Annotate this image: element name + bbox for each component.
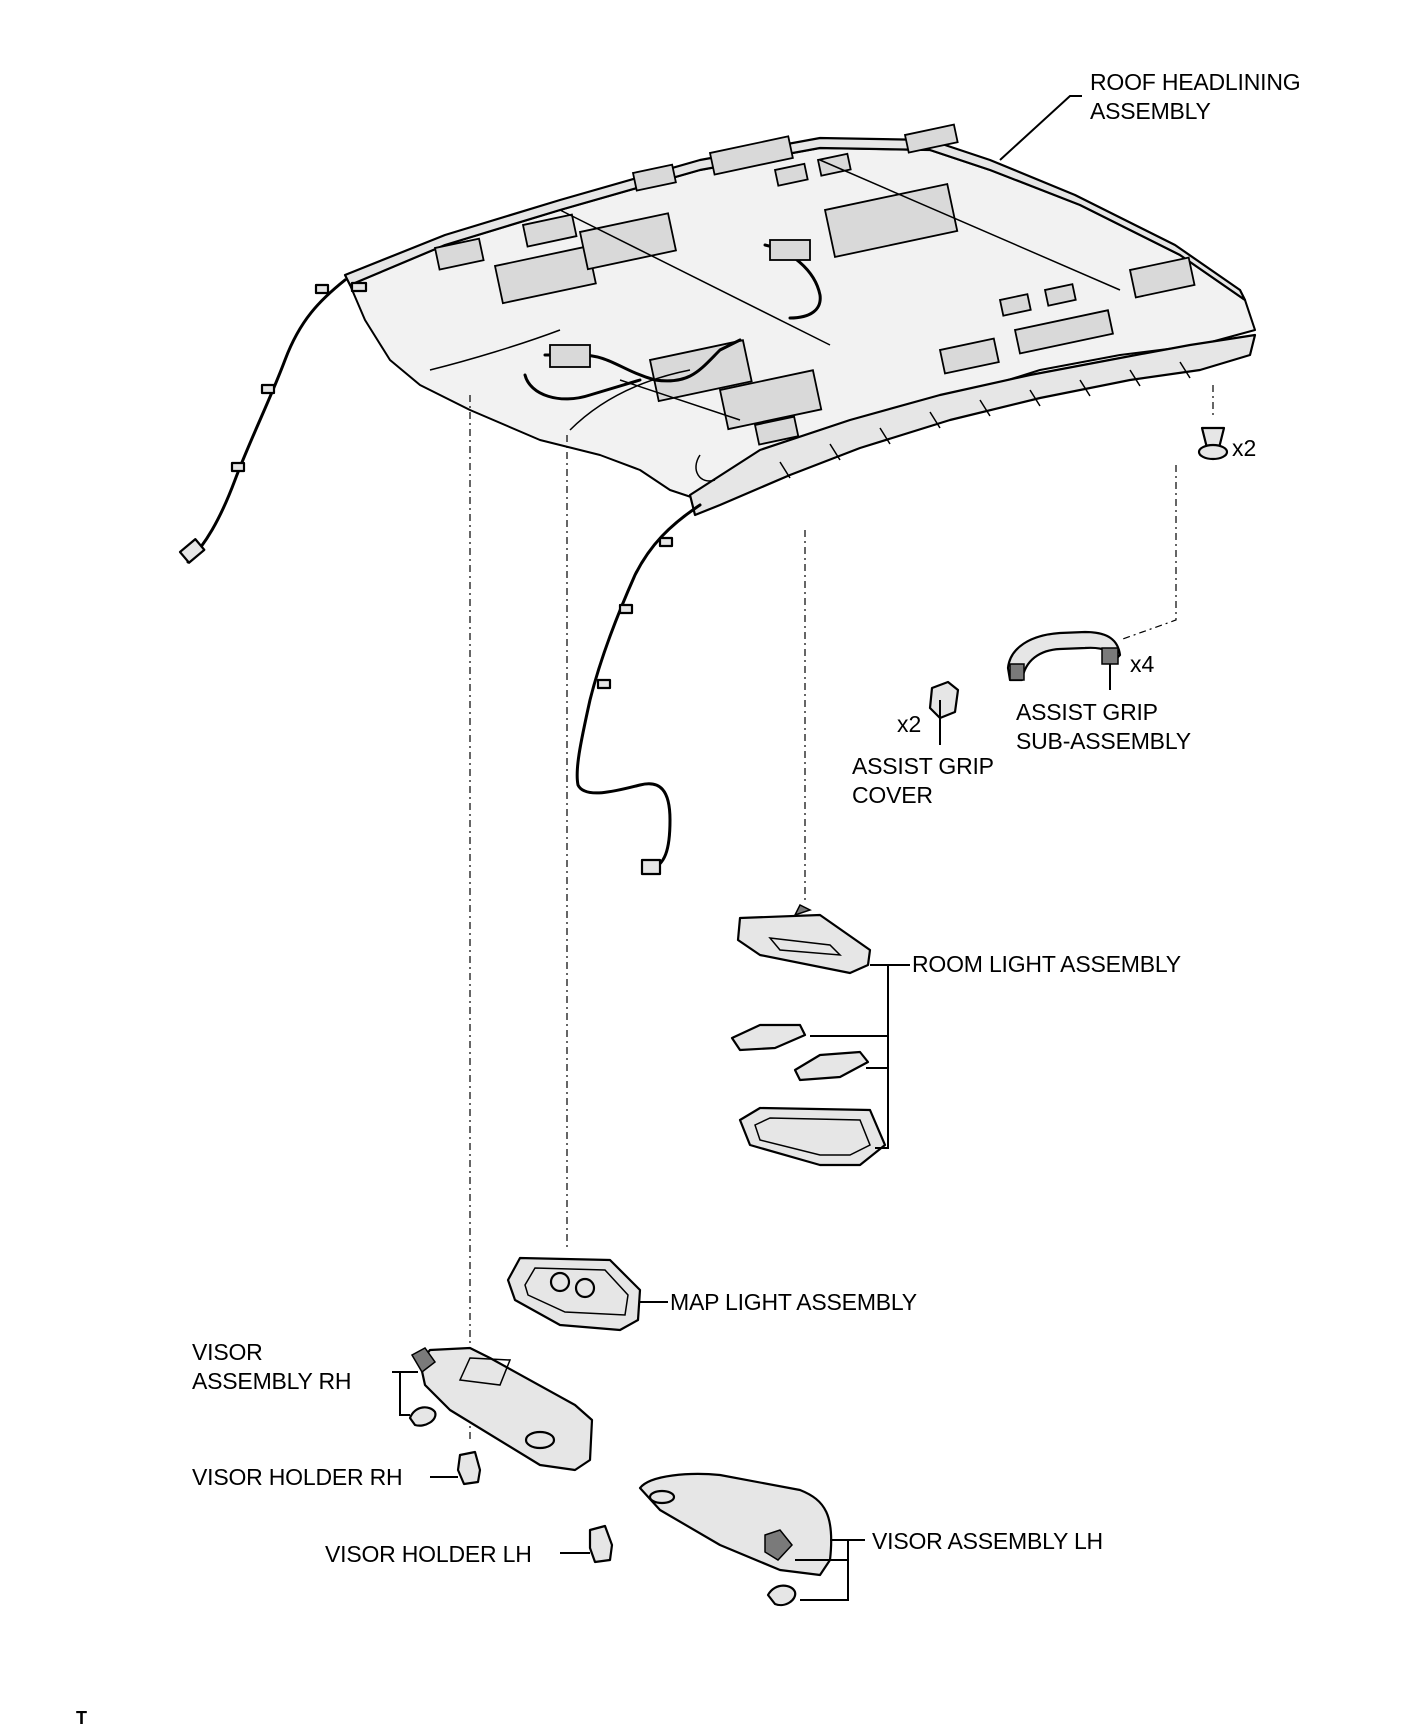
assist-grip-sub-assembly-label: ASSIST GRIP SUB-ASSEMBLY [1016, 698, 1191, 756]
visor-holder-rh-label: VISOR HOLDER RH [192, 1464, 403, 1490]
assist-grip-part [1006, 630, 1122, 690]
map-light-assembly-label: MAP LIGHT ASSEMBLY [670, 1289, 917, 1315]
headlining-clip [1197, 426, 1229, 461]
visor-assembly-rh-label: VISOR ASSEMBLY RH [192, 1338, 351, 1396]
visor-rh-part [392, 1346, 594, 1472]
visor-rh-label-line2: ASSEMBLY RH [192, 1368, 352, 1394]
visor-lh-part [638, 1472, 865, 1607]
roof-wire-harness-front [575, 503, 702, 876]
clip-quantity: x2 [1232, 435, 1257, 461]
visor-holder-rh-part [430, 1450, 482, 1486]
room-light-parts [730, 903, 910, 1167]
visor-assembly-lh-label: VISOR ASSEMBLY LH [872, 1528, 1103, 1554]
alignment-lines [469, 385, 1214, 1440]
visor-holder-lh-label: VISOR HOLDER LH [325, 1541, 532, 1567]
assist-grip-sub-label-line2: SUB-ASSEMBLY [1016, 728, 1191, 754]
assist-grip-cover-label: ASSIST GRIP COVER [852, 752, 994, 810]
assist-grip-sub-label-line1: ASSIST GRIP [1016, 699, 1158, 725]
assist-grip-quantity: x4 [1130, 651, 1155, 677]
roof-wire-harness-rear [178, 278, 368, 564]
roof-headlining-panel [343, 123, 1257, 517]
assist-grip-cover-label-line2: COVER [852, 782, 933, 808]
assist-grip-cover-quantity: x2 [897, 711, 922, 737]
map-light-part [506, 1256, 668, 1332]
roof-headlining-leader [999, 95, 1082, 161]
roof-headlining-label-line2: ASSEMBLY [1090, 98, 1211, 124]
visor-holder-lh-part [560, 1524, 614, 1564]
assist-grip-cover-label-line1: ASSIST GRIP [852, 753, 994, 779]
visor-rh-label-line1: VISOR [192, 1339, 263, 1365]
roof-headlining-assembly-label: ROOF HEADLINING ASSEMBLY [1090, 68, 1301, 126]
assist-grip-cover-part [928, 680, 960, 745]
roof-headlining-label-line1: ROOF HEADLINING [1090, 69, 1301, 95]
room-light-assembly-label: ROOM LIGHT ASSEMBLY [912, 951, 1181, 977]
footer-mark: T [76, 1708, 87, 1728]
